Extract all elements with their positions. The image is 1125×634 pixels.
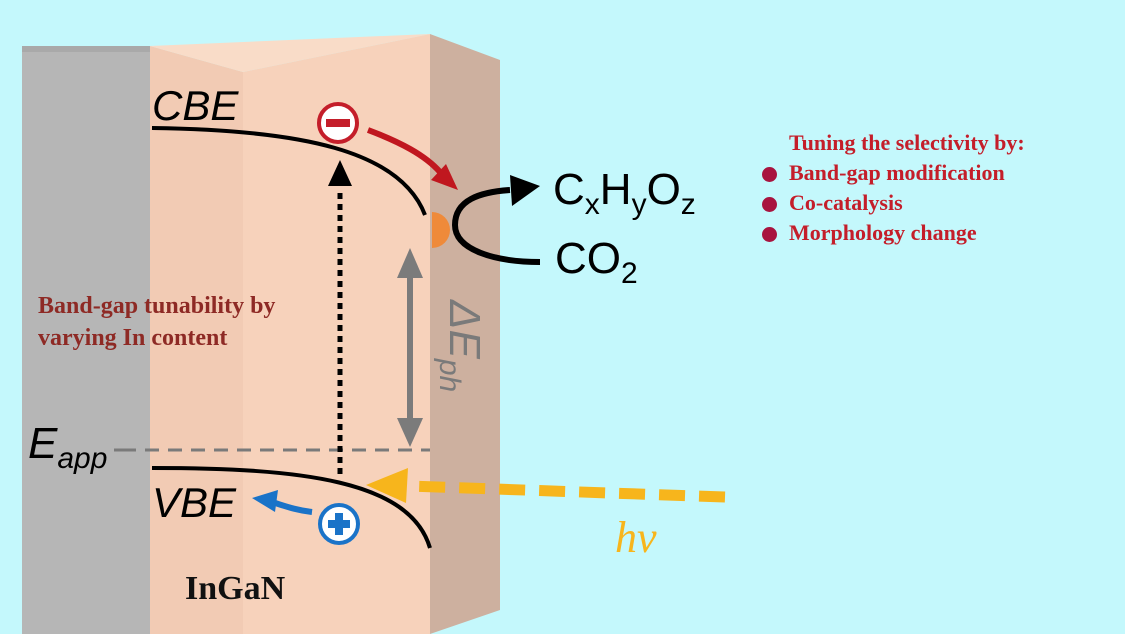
bullet-icon [762,197,777,212]
product-o: O [647,165,681,214]
excitation-arrowhead [328,160,352,186]
cocatalyst-icon [432,212,450,248]
svg-text:ΔEph: ΔEph [433,299,489,392]
product-x: x [585,188,600,221]
delta-eph-label: ΔEph [433,299,489,392]
delta-sub: ph [433,358,466,392]
list-item: Morphology change [760,218,1100,248]
electron-minus-icon [326,119,350,127]
hole-transfer-arrowhead [252,490,278,512]
delta-main: ΔE [440,299,489,360]
light-arrow [407,480,726,503]
bullet-icon [762,167,777,182]
electron-transfer-arrowhead [431,164,458,190]
hole-plus-v [335,513,343,535]
reaction-arrowhead [510,175,540,206]
list-item-label: Band-gap modification [789,160,1005,185]
tunability-note: Band-gap tunability by varying In conten… [38,290,368,354]
delta-eph-arrow [397,248,423,447]
substrate-layer [22,46,150,634]
material-label: InGaN [185,570,286,607]
hv-label: hν [615,513,657,562]
vbe-label: VBE [152,479,237,526]
tunability-line-1: Band-gap tunability by [38,293,276,319]
reaction-arrow [451,187,541,265]
selectivity-list: Tuning the selectivity by: Band-gap modi… [760,128,1100,248]
list-item-label: Co-catalysis [789,190,903,215]
light-arrowhead [366,468,408,503]
eapp-main: E [28,419,58,468]
electron-transfer-arrow [366,127,443,175]
cbe-label: CBE [152,82,239,129]
reactant-sub: 2 [621,257,638,290]
list-item: Co-catalysis [760,188,1100,218]
vbe-curve [151,466,432,549]
selectivity-title: Tuning the selectivity by: [789,130,1025,155]
selectivity-items: Band-gap modification Co-catalysis Morph… [760,158,1100,248]
eapp-label: Eapp [28,419,107,475]
list-item-label: Morphology change [789,220,977,245]
tunability-line-2: varying In content [38,325,228,351]
product-y: y [632,188,647,221]
product-c: C [553,165,585,214]
bullet-icon [762,227,777,242]
product-formula: CxHyOz [553,165,696,221]
product-z: z [681,188,696,221]
cbe-curve [151,126,427,216]
reactant-formula: CO2 [555,234,638,290]
eapp-sub: app [57,442,107,475]
list-item: Band-gap modification [760,158,1100,188]
reactant-base: CO [555,234,621,283]
product-h: H [600,165,632,214]
